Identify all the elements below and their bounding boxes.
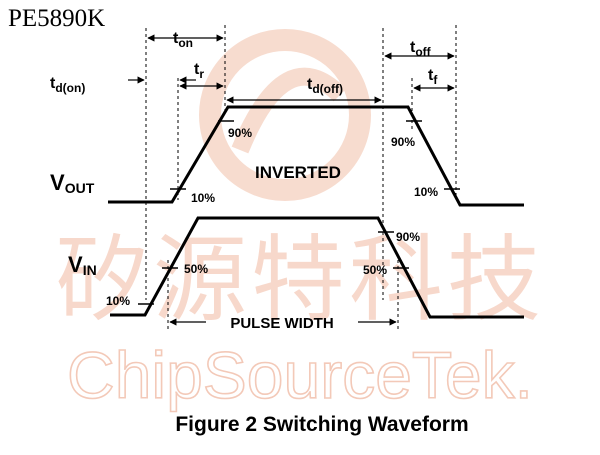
level-ticks bbox=[138, 120, 460, 305]
label-t-f: tf bbox=[428, 67, 438, 87]
label-inverted: INVERTED bbox=[255, 163, 341, 182]
label-t-d-off: td(off) bbox=[307, 76, 343, 96]
label-t-r: tr bbox=[194, 61, 204, 81]
label-vout-10-right: 10% bbox=[414, 185, 438, 199]
label-vin-50-right: 50% bbox=[363, 263, 387, 277]
label-t-off: toff bbox=[410, 39, 432, 59]
watermark bbox=[199, 29, 371, 201]
label-vin-50-left: 50% bbox=[184, 262, 208, 276]
label-vout: VOUT bbox=[50, 170, 95, 196]
label-vout-90-left: 90% bbox=[228, 126, 252, 140]
label-vin-90-right: 90% bbox=[396, 230, 420, 244]
label-pulse-width: PULSE WIDTH bbox=[230, 315, 333, 332]
figure-caption: Figure 2 Switching Waveform bbox=[175, 413, 468, 436]
label-vout-10-left: 10% bbox=[191, 191, 215, 205]
label-t-on: ton bbox=[173, 30, 193, 50]
timing-arrows bbox=[128, 34, 455, 326]
label-t-d-on: td(on) bbox=[50, 75, 85, 95]
label-vin: VIN bbox=[68, 252, 97, 278]
watermark-logo-ring bbox=[199, 29, 371, 201]
vin-waveform bbox=[110, 216, 524, 319]
vout-waveform bbox=[108, 105, 524, 207]
part-number: PE5890K bbox=[8, 5, 105, 32]
label-vin-10-left: 10% bbox=[106, 294, 130, 308]
watermark-latin: ChipSourceTek. bbox=[67, 338, 533, 412]
label-vout-90-right: 90% bbox=[391, 135, 415, 149]
watermark-logo-swoosh bbox=[231, 67, 347, 154]
